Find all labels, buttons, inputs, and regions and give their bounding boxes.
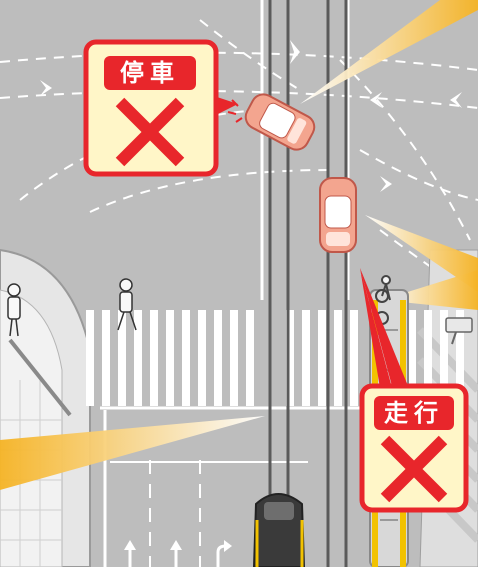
car-icon bbox=[319, 177, 357, 253]
arrow-icon bbox=[124, 540, 232, 567]
tram-tracks bbox=[268, 0, 348, 567]
cross-mark-icon bbox=[380, 435, 448, 503]
building-corner bbox=[0, 248, 91, 567]
pedestrian-icon bbox=[117, 278, 137, 331]
tram-icon bbox=[252, 493, 306, 567]
stopped-label-text: 停車 bbox=[120, 59, 180, 87]
pedestrian-icon bbox=[7, 283, 21, 337]
car-icon bbox=[244, 93, 316, 151]
running-vehicle-label: 走行 bbox=[359, 268, 469, 513]
running-label-text: 走行 bbox=[384, 399, 444, 427]
crosswalk bbox=[86, 310, 464, 406]
lane-markings bbox=[100, 0, 360, 567]
arrow-icon bbox=[40, 40, 462, 192]
sensor-beam-icon bbox=[0, 0, 478, 490]
stopped-vehicle-label: 停車 bbox=[83, 39, 238, 177]
cross-mark-icon bbox=[115, 97, 185, 167]
roadside-device-icon bbox=[445, 317, 473, 345]
